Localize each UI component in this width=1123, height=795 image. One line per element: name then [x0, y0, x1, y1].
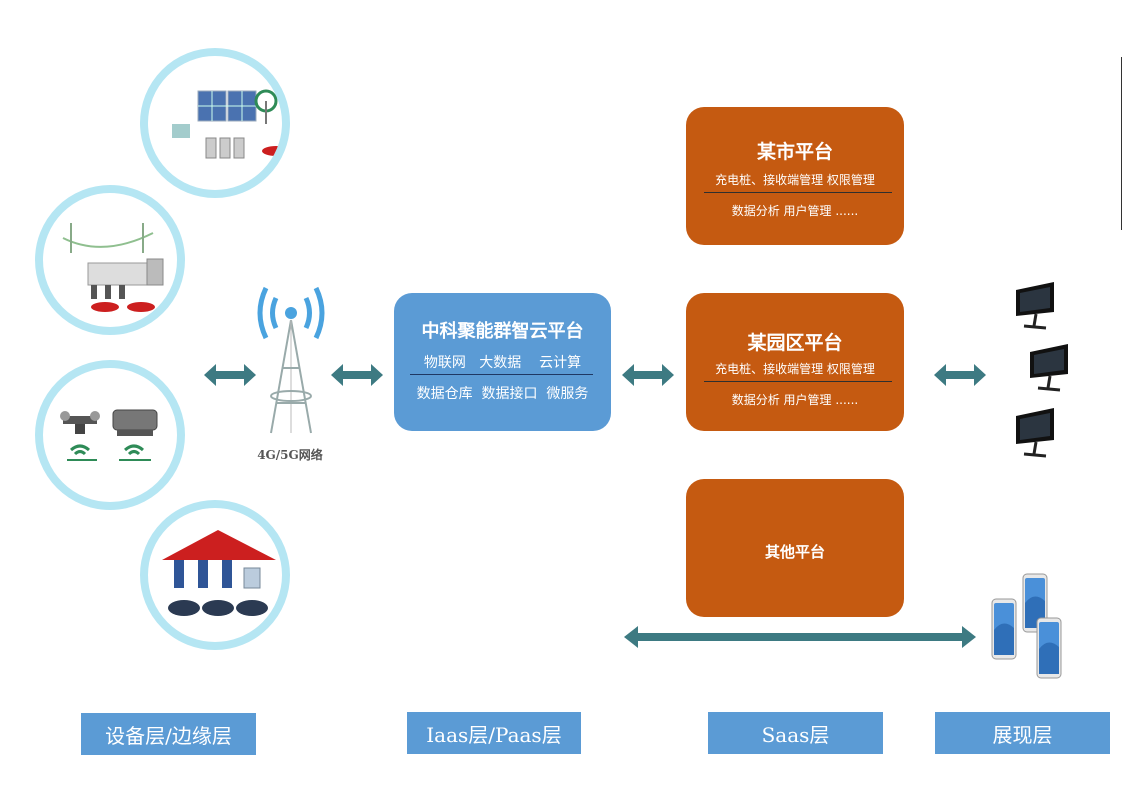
- platform-line2: 数据分析 用户管理 ......: [731, 204, 859, 218]
- platform-line1: 充电桩、接收端管理 权限管理: [715, 362, 875, 376]
- arrow-cloud-saas: [622, 364, 674, 386]
- platform-line2: 数据分析 用户管理 ......: [731, 393, 859, 407]
- platform-title: 某市平台: [756, 141, 833, 163]
- arrow-network-cloud: [331, 364, 383, 386]
- power-grid-charging-icon: [62, 223, 164, 312]
- layer-label-iaas-paas: Iaas层/Paas层: [407, 712, 581, 754]
- charging-station-cars-icon: [162, 530, 276, 616]
- cloud-platform-divider: [410, 374, 593, 375]
- monitor-icon: [1012, 408, 1058, 464]
- layer-label-display: 展现层: [935, 712, 1110, 754]
- platform-divider: [704, 381, 892, 382]
- device-circle-drone-robot: [35, 360, 185, 510]
- smartphone-icon: [1036, 617, 1062, 683]
- smartphone-icon: [991, 598, 1017, 664]
- edge-divider: [1121, 57, 1122, 230]
- cloud-platform-title: 中科聚能群智云平台: [421, 321, 584, 342]
- arrow-long-phones: [624, 626, 976, 648]
- device-circle-solar-wind: [140, 48, 290, 198]
- network-label: 4G/5G网络: [257, 448, 323, 462]
- platform-title: 某园区平台: [747, 332, 843, 354]
- platform-title: 其他平台: [764, 543, 825, 561]
- saas-platform-park: 某园区平台 充电桩、接收端管理 权限管理 数据分析 用户管理 ......: [686, 293, 904, 431]
- platform-divider: [704, 192, 892, 193]
- cloud-platform-row2: 数据仓库 数据接口 微服务: [416, 386, 589, 402]
- cloud-platform-box: 中科聚能群智云平台 物联网 大数据 云计算 数据仓库 数据接口 微服务: [394, 293, 611, 431]
- solar-wind-charging-icon: [172, 89, 282, 159]
- layer-label-device: 设备层/边缘层: [81, 713, 256, 755]
- saas-platform-other: 其他平台: [686, 479, 904, 617]
- device-circle-power-grid: [35, 185, 185, 335]
- device-circle-charging-station: [140, 500, 290, 650]
- arrow-devices-network: [204, 364, 256, 386]
- cloud-platform-row1: 物联网 大数据 云计算: [423, 355, 582, 371]
- layer-label-saas: Saas层: [708, 712, 883, 754]
- cell-tower-icon: [236, 268, 346, 443]
- arrow-saas-display: [934, 364, 986, 386]
- monitor-icon: [1012, 282, 1058, 334]
- platform-line1: 充电桩、接收端管理 权限管理: [715, 173, 875, 187]
- drone-robot-wireless-icon: [60, 409, 158, 461]
- monitor-icon: [1026, 344, 1072, 396]
- saas-platform-city: 某市平台 充电桩、接收端管理 权限管理 数据分析 用户管理 ......: [686, 107, 904, 245]
